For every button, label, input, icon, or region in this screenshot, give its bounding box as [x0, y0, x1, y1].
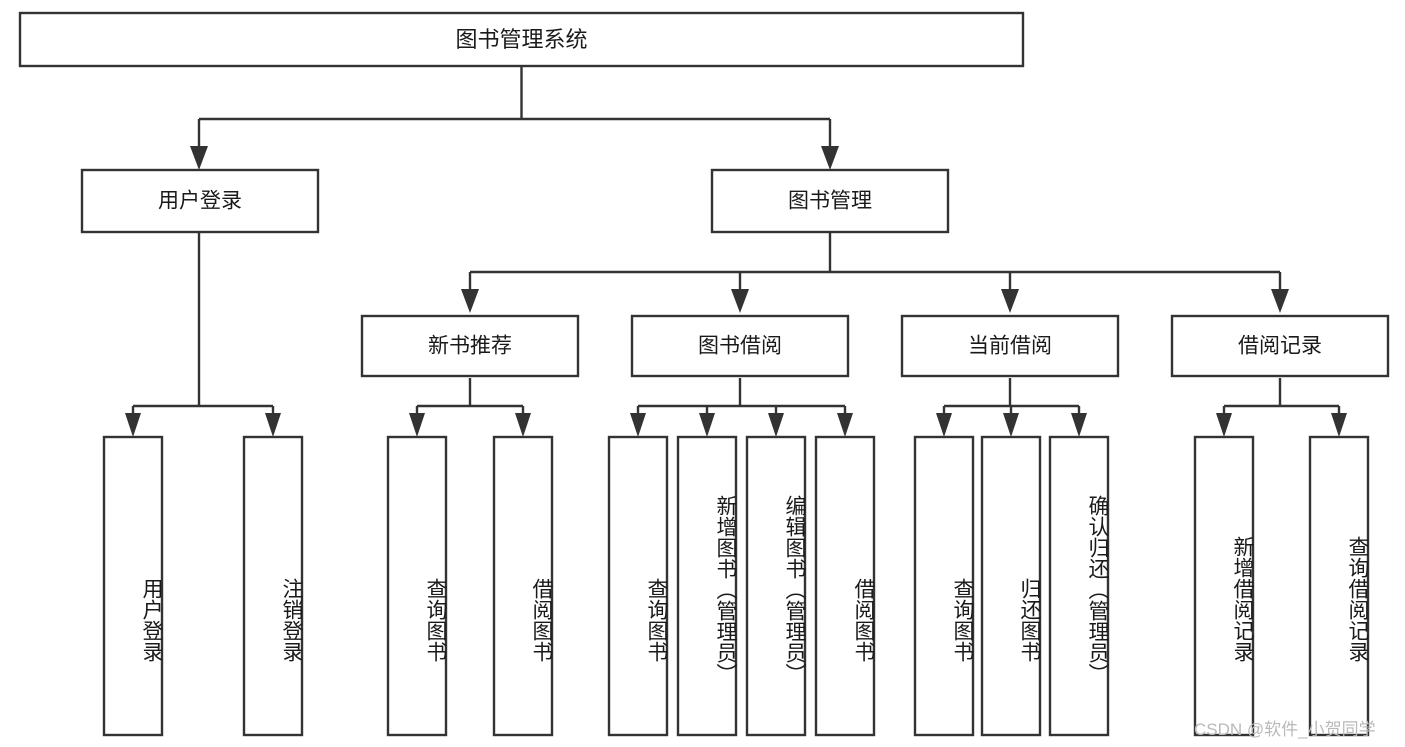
arrow-to-leaf-query-record — [1331, 413, 1347, 437]
node-leaf-edit-book-box[interactable] — [745, 435, 807, 737]
arrow-to-leaf-borrow-book-rec — [515, 413, 531, 437]
node-borrow-record-box[interactable] — [1170, 314, 1390, 378]
node-leaf-user-login-box[interactable] — [102, 435, 164, 737]
arrow-to-leaf-query-book-rec — [409, 413, 425, 437]
node-book-borrow-label: 图书借阅 — [698, 335, 782, 358]
arrow-to-leaf-confirm-return — [1071, 413, 1087, 437]
node-new-book-rec-label: 新书推荐 — [428, 335, 512, 358]
arrow-to-leaf-add-record — [1216, 413, 1232, 437]
arrow-to-leaf-edit-book — [768, 413, 784, 437]
arrow-to-new-book-rec — [461, 289, 479, 313]
csdn-watermark: CSDN @软件_小贺同学 — [1194, 720, 1376, 739]
node-leaf-borrow-book-rec-box[interactable] — [492, 435, 554, 737]
edges-group — [125, 66, 1347, 437]
node-current-borrow-label: 当前借阅 — [968, 335, 1052, 358]
arrow-to-leaf-borrow-book — [837, 413, 853, 437]
node-current-borrow-box[interactable] — [900, 314, 1120, 378]
arrow-to-borrow-record — [1271, 289, 1289, 313]
node-leaf-add-record-box[interactable] — [1193, 435, 1255, 737]
node-book-manage-label: 图书管理 — [788, 190, 872, 213]
arrow-to-current-borrow — [1001, 289, 1019, 313]
arrow-to-user-login — [190, 146, 208, 170]
arrow-to-leaf-user-logout — [265, 413, 281, 437]
node-book-manage-box[interactable] — [710, 168, 950, 234]
node-leaf-confirm-return-box[interactable] — [1048, 435, 1110, 737]
node-borrow-record-label: 借阅记录 — [1238, 335, 1322, 358]
arrow-to-leaf-user-login — [125, 413, 141, 437]
node-book-borrow-box[interactable] — [630, 314, 850, 378]
node-user-login-box[interactable] — [80, 168, 320, 234]
node-root-label: 图书管理系统 — [455, 27, 587, 52]
arrow-to-leaf-add-book — [699, 413, 715, 437]
arrow-to-book-manage — [821, 146, 839, 170]
nodes-group: 图书管理系统 用户登录 图书管理 新书推荐 图书借阅 当前借阅 借阅记录 — [18, 11, 1390, 737]
node-leaf-add-book-box[interactable] — [676, 435, 738, 737]
arrow-to-leaf-query-book-current — [936, 413, 952, 437]
node-leaf-query-book-rec-box[interactable] — [386, 435, 448, 737]
node-leaf-user-logout-box[interactable] — [242, 435, 304, 737]
node-leaf-query-book-current-box[interactable] — [913, 435, 975, 737]
arrow-to-leaf-query-book-borrow — [630, 413, 646, 437]
node-new-book-rec-box[interactable] — [360, 314, 580, 378]
node-root-box[interactable] — [18, 11, 1025, 68]
node-user-login-label: 用户登录 — [158, 190, 242, 213]
node-leaf-query-book-borrow-box[interactable] — [607, 435, 669, 737]
node-leaf-return-book-box[interactable] — [980, 435, 1042, 737]
node-leaf-query-record-box[interactable] — [1308, 435, 1370, 737]
node-leaf-borrow-book-box[interactable] — [814, 435, 876, 737]
arrow-to-leaf-return-book — [1003, 413, 1019, 437]
arrow-to-book-borrow — [731, 289, 749, 313]
